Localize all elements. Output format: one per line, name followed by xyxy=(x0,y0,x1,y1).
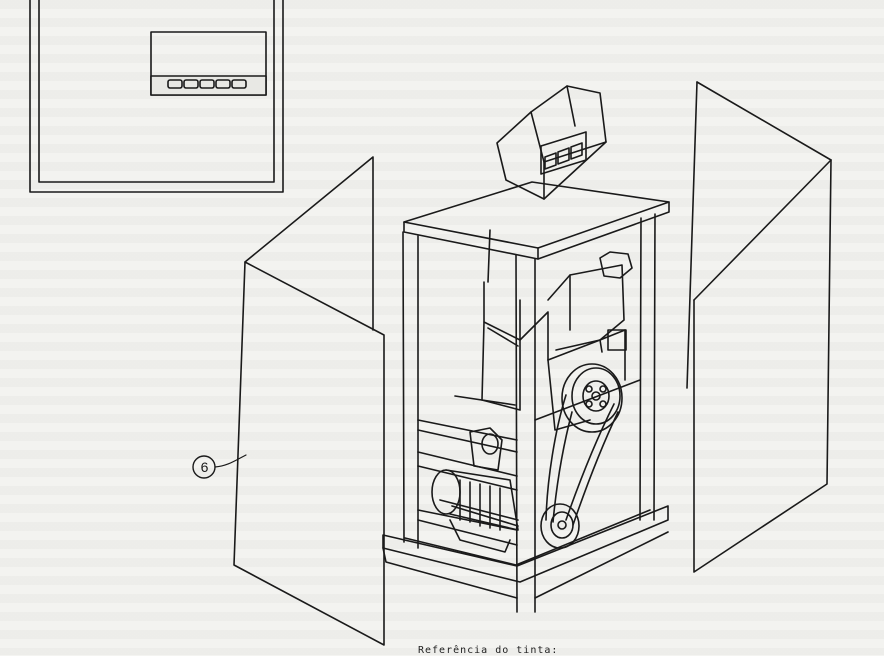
base-plate xyxy=(382,505,669,599)
front-view-inset xyxy=(29,0,284,193)
inset-display-buttons xyxy=(167,79,247,89)
caption-text: Referência do tinta: xyxy=(418,645,559,656)
callout-label-6: 6 xyxy=(200,459,209,475)
left-side-panel xyxy=(233,156,385,646)
large-pulley xyxy=(561,363,623,433)
electric-motor xyxy=(431,427,519,553)
motor-pulley xyxy=(540,503,580,549)
main-frame xyxy=(402,181,670,613)
display-digits xyxy=(540,131,587,175)
control-box xyxy=(496,85,607,200)
callout-6 xyxy=(192,454,247,479)
drive-belt xyxy=(545,394,619,526)
pump-assembly xyxy=(481,251,633,431)
right-side-panel xyxy=(686,81,832,573)
